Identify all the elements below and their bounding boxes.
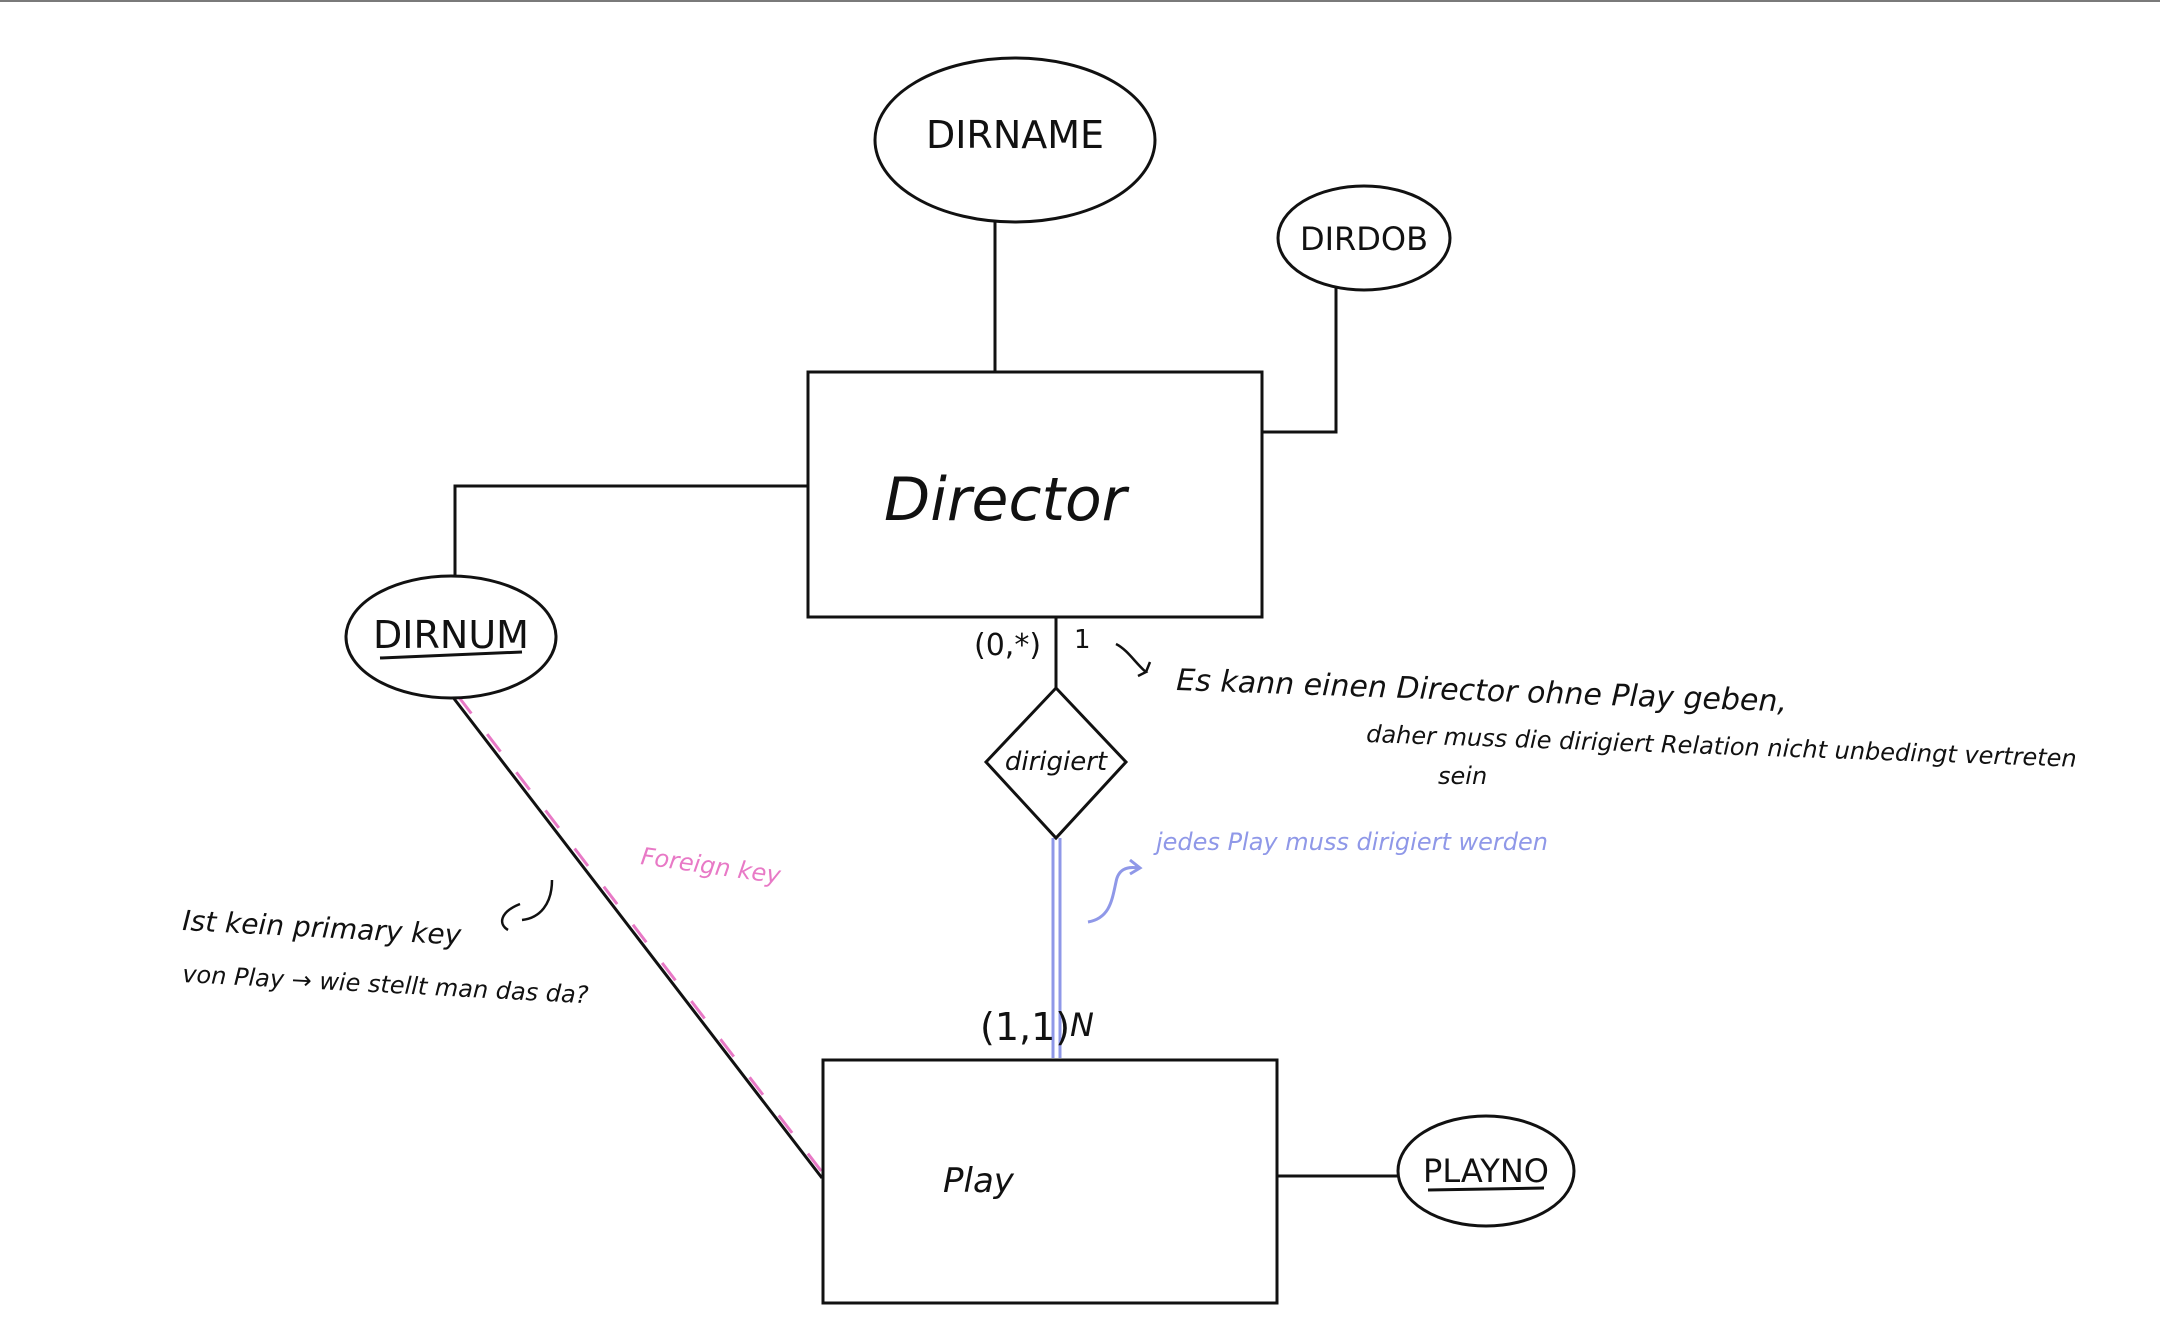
attribute-dirdob[interactable] [1276, 184, 1452, 292]
attribute-playno[interactable] [1396, 1114, 1576, 1228]
top-border-line [0, 0, 2160, 2]
entity-director-label: Director [884, 465, 1130, 535]
cardinality-director-side: 1 [1074, 625, 1091, 655]
question-bracket [500, 879, 554, 932]
cardinality-play-min-max: (1,1) [980, 1005, 1070, 1049]
attribute-dirname[interactable] [873, 56, 1157, 224]
director-note-line3: sein [1438, 762, 1487, 790]
play-note-arrow [1087, 858, 1143, 924]
attribute-dirnum-label: DIRNUM [373, 613, 529, 657]
director-note-line1: Es kann einen Director ohne Play geben, [1176, 663, 1788, 719]
play-participation-note: jedes Play muss dirigiert werden [1153, 828, 1548, 856]
dirnum-play-connector [450, 695, 824, 1179]
dirnum-connector [453, 484, 808, 580]
entity-play[interactable] [821, 1058, 1279, 1305]
attribute-dirnum[interactable] [344, 574, 558, 700]
attribute-dirname-label: DIRNAME [926, 113, 1104, 157]
entity-play-label: Play [943, 1161, 1015, 1201]
attribute-dirdob-label: DIRDOB [1300, 220, 1428, 258]
attribute-playno-key-underline [1427, 1186, 1545, 1192]
relationship-dirigiert[interactable] [983, 685, 1129, 841]
foreign-key-label: Foreign key [639, 842, 783, 889]
foreign-key-dashed-line [456, 695, 824, 1173]
question-line2: von Play → wie stellt man das da? [182, 960, 590, 1009]
relationship-dirigiert-label: dirigiert [1005, 747, 1108, 777]
entity-director[interactable] [806, 370, 1264, 619]
cardinality-play-side: N [1070, 1006, 1094, 1044]
attribute-playno-label: PLAYNO [1423, 1152, 1549, 1190]
attribute-dirnum-key-underline [379, 650, 523, 660]
dirdob-connector [1262, 286, 1338, 434]
question-line1: Ist kein primary key [182, 904, 463, 952]
cardinality-director-min-max: (0,*) [974, 628, 1041, 663]
director-note-arrow [1115, 642, 1152, 678]
